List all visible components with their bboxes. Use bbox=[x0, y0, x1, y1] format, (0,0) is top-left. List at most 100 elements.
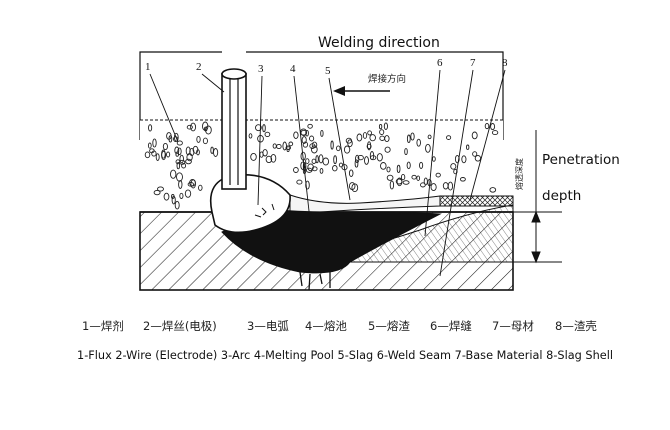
flux-granule bbox=[404, 148, 408, 156]
flux-granule bbox=[396, 164, 401, 174]
flux-granule bbox=[305, 129, 309, 137]
penetration-label-line2: depth bbox=[542, 188, 581, 204]
legend-cn-1: 1—焊剂 bbox=[82, 319, 124, 333]
callout-3: 3 bbox=[258, 63, 264, 75]
flux-granule bbox=[427, 134, 432, 140]
flux-granules bbox=[144, 121, 499, 210]
slag-region bbox=[289, 194, 441, 213]
flux-granule bbox=[176, 161, 181, 170]
flux-granule bbox=[366, 143, 372, 150]
flux-granule bbox=[369, 134, 376, 142]
callout-numbers: 1 2 3 4 5 6 7 8 bbox=[145, 57, 508, 77]
flux-granule bbox=[435, 172, 441, 178]
flux-granule bbox=[384, 146, 391, 153]
legend-en: 1-Flux 2-Wire (Electrode) 3-Arc 4-Meltin… bbox=[77, 348, 613, 362]
flux-granule bbox=[305, 158, 310, 164]
flux-granule bbox=[166, 151, 171, 158]
flux-granule bbox=[288, 141, 294, 147]
flux-granule bbox=[345, 137, 353, 144]
flux-granule bbox=[270, 153, 277, 163]
flux-granule bbox=[450, 163, 457, 170]
flux-granule bbox=[157, 186, 164, 192]
flux-granule bbox=[276, 143, 282, 150]
flux-granule bbox=[336, 145, 341, 152]
flux-granule bbox=[178, 180, 183, 189]
legend-cn-5: 5—熔渣 bbox=[368, 319, 410, 333]
flux-granule bbox=[466, 144, 470, 150]
wire-electrode bbox=[221, 68, 247, 190]
callout-1: 1 bbox=[145, 61, 151, 73]
flux-granule bbox=[400, 173, 406, 181]
melting-pool-speckle bbox=[299, 271, 331, 291]
flux-granule bbox=[285, 145, 292, 150]
arc-sparks bbox=[254, 203, 275, 218]
flux-granule bbox=[311, 166, 318, 172]
legend-cn-3: 3—电弧 bbox=[247, 319, 289, 333]
flux-granule bbox=[490, 123, 496, 131]
flux-granule bbox=[186, 124, 193, 130]
flux-granule bbox=[489, 187, 497, 193]
flux-granule bbox=[319, 168, 324, 174]
flux-granule bbox=[423, 177, 428, 186]
flux-granule bbox=[310, 145, 318, 154]
flux-granule bbox=[320, 129, 324, 137]
flux-granule bbox=[357, 154, 364, 161]
flux-granule bbox=[192, 145, 199, 154]
flux-granule bbox=[155, 153, 160, 161]
flux-granule bbox=[170, 169, 177, 179]
flux-granule bbox=[474, 155, 482, 162]
flux-granule bbox=[315, 155, 319, 164]
flux-granule bbox=[147, 142, 152, 149]
flux-granule bbox=[179, 192, 184, 199]
flux-granule bbox=[410, 132, 415, 141]
flux-granule bbox=[430, 183, 437, 192]
flux-granule bbox=[419, 161, 424, 169]
flux-granule bbox=[265, 155, 273, 164]
legend-cn: 1—焊剂 2—焊丝(电极) 3—电弧 4—熔池 5—熔渣 6—焊缝 7—母材 8… bbox=[82, 319, 597, 333]
flux-granule bbox=[174, 146, 180, 155]
flux-granule bbox=[446, 135, 452, 140]
flux-granule bbox=[318, 154, 324, 164]
flux-granule bbox=[338, 162, 344, 168]
flux-granule bbox=[395, 178, 403, 185]
flux-granule bbox=[471, 131, 478, 140]
flux-granule bbox=[491, 130, 499, 136]
flux-granule bbox=[425, 143, 431, 153]
callout-7: 7 bbox=[470, 57, 476, 69]
flux-granule bbox=[459, 177, 466, 182]
flux-granule bbox=[293, 131, 299, 139]
flux-granule bbox=[189, 178, 196, 187]
flux-granule bbox=[174, 200, 180, 210]
flux-granule bbox=[454, 154, 460, 164]
flux-granule bbox=[369, 155, 377, 161]
flux-granule bbox=[181, 162, 187, 169]
flux-granule bbox=[302, 141, 309, 148]
flux-granule bbox=[293, 167, 299, 173]
flux-granule bbox=[161, 149, 166, 159]
flux-granule bbox=[185, 158, 192, 165]
flux-granule bbox=[185, 146, 191, 156]
flux-granule bbox=[144, 151, 151, 159]
callout-8: 8 bbox=[502, 57, 508, 69]
flux-granule bbox=[461, 155, 467, 164]
flux-granule bbox=[379, 129, 385, 135]
flux-granule bbox=[301, 136, 307, 145]
flux-granule bbox=[379, 135, 386, 141]
direction-arrow bbox=[333, 86, 390, 96]
flux-granule bbox=[362, 132, 368, 139]
flux-granule bbox=[175, 159, 181, 165]
flux-granule bbox=[376, 153, 383, 162]
flux-granule bbox=[484, 123, 490, 130]
legend-cn-6: 6—焊缝 bbox=[430, 319, 472, 333]
flux-granule bbox=[176, 140, 183, 146]
flux-granule bbox=[184, 189, 192, 198]
flux-granule bbox=[386, 166, 391, 173]
flux-granule bbox=[198, 184, 203, 191]
flux-granule bbox=[168, 135, 173, 143]
flux-granule bbox=[177, 147, 182, 156]
flux-granule bbox=[406, 161, 411, 170]
flux-granule bbox=[343, 145, 351, 154]
flux-granule bbox=[354, 159, 359, 168]
flux-granule bbox=[166, 132, 172, 140]
flux-granule bbox=[442, 182, 449, 190]
